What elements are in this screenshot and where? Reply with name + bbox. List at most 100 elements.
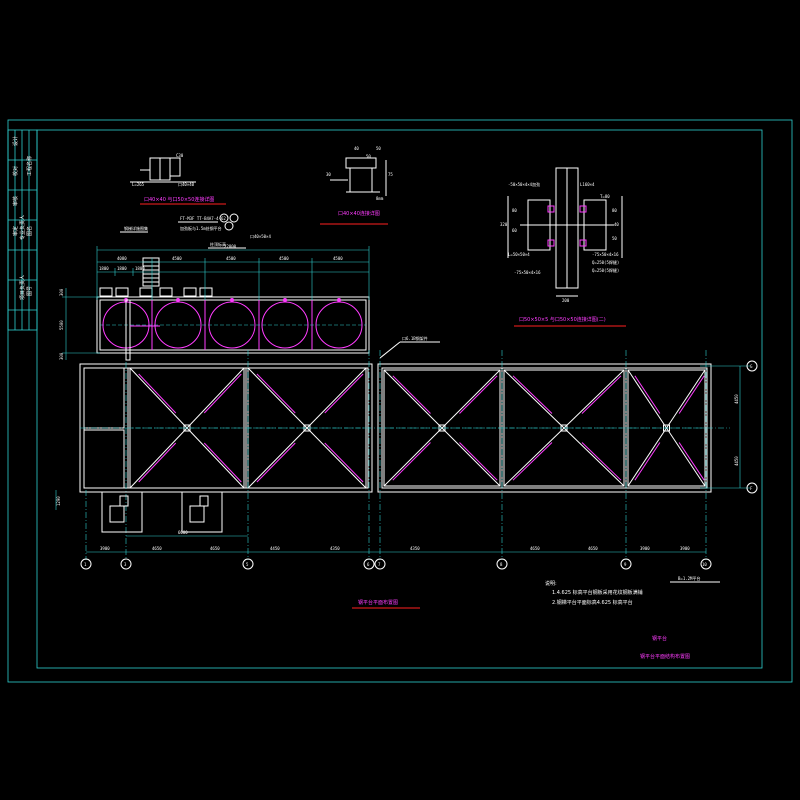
support-node <box>230 298 234 302</box>
brace-line <box>186 367 245 429</box>
brace-line <box>129 367 188 429</box>
brace-line <box>627 427 667 487</box>
dim-right: 4450 <box>734 456 739 466</box>
detail-right-label: 40 <box>614 222 619 227</box>
dim-top: 4500 <box>172 256 182 261</box>
section-title: 钢平台平面布置图 <box>358 599 398 606</box>
side-strip-cell: 图名 <box>26 226 33 236</box>
brace-line <box>503 427 565 487</box>
detail-right-label: -75×50×4×16 <box>592 252 619 257</box>
stair-callout: 钢梯详施图集 <box>124 225 148 231</box>
brace-member <box>138 373 177 414</box>
bottom-attachments <box>101 299 223 533</box>
detail-right-label: L=50×50×4 <box>508 252 530 257</box>
detail-right-label: 80 <box>512 208 517 213</box>
dim-sub: 1800 <box>117 266 127 271</box>
brace-member <box>634 442 661 481</box>
axis-label: 3 <box>124 562 127 567</box>
detail-right-label: -75×50×4×16 <box>514 270 541 275</box>
note-item: 2.钢梯平台平面标高4.625 标高平台 <box>552 599 633 606</box>
brace-line <box>503 369 565 429</box>
dim-top: 4500 <box>226 256 236 261</box>
right-dimensions: 4450 4450 <box>734 366 741 488</box>
brace-line <box>186 427 245 489</box>
brace-member <box>581 442 622 481</box>
outer-frame <box>7 119 793 683</box>
detail-left-label: 口40×40 <box>178 182 195 187</box>
brace-member <box>512 375 553 414</box>
brace-line <box>129 427 188 489</box>
axis-label: 9 <box>624 562 627 567</box>
dim-overall: 22800 <box>224 244 237 249</box>
axis-label: 10 <box>702 562 707 567</box>
dim-left: 300 <box>59 352 64 360</box>
brace-member <box>459 375 498 414</box>
dim-bottom: 4650 <box>210 546 220 551</box>
title-block: 钢平台 钢平台平面结构布置图 <box>640 635 690 660</box>
dim-left: 300 <box>59 288 64 296</box>
detail-right-label: -50×50×4×4加劲 <box>508 181 540 187</box>
arrow-callout: 口6.1B钢架件 <box>379 335 440 359</box>
dim-bottom: 4350 <box>410 546 420 551</box>
dim-left: 5500 <box>59 320 64 330</box>
inner-frame <box>36 129 763 669</box>
brace-member <box>678 375 705 414</box>
spec-callout: FT-M3F TT-B4A7-4-62 <box>180 216 226 221</box>
dim-bottom: 4650 <box>152 546 162 551</box>
brace-member <box>392 442 431 481</box>
detail-right-label: 320 <box>500 222 508 227</box>
notes-heading: 说明: <box>545 580 557 587</box>
dim-top: 4080 <box>117 256 127 261</box>
grid-lines <box>80 340 750 560</box>
brace-line <box>306 427 367 489</box>
axis-bubbles: 1 3 5 6 7 8 9 10 G F <box>80 360 758 570</box>
title-line1: 钢平台 <box>652 635 667 642</box>
brace-line <box>383 427 443 487</box>
brace-line <box>441 427 501 487</box>
detail-mid-label: 75 <box>388 172 393 177</box>
brace-line <box>563 427 625 487</box>
top-dimensions: 22800 4080 4500 4500 4500 4500 1800 1800… <box>96 244 370 300</box>
axis-label: 1 <box>84 562 87 567</box>
side-strip-cell: 项目负责人 <box>19 275 26 300</box>
detail-right-label: 60 <box>512 228 517 233</box>
brace-line <box>666 427 706 487</box>
brace-member <box>678 442 705 481</box>
detail-right-label: T=80 <box>600 194 610 199</box>
dim-bottom: 3900 <box>640 546 650 551</box>
brace-member <box>512 442 553 481</box>
axis-label: F <box>750 486 753 491</box>
dim-sub: 1800 <box>99 266 109 271</box>
detail-left-label: C30 <box>176 153 184 158</box>
detail-left: C30 L=265 口40×40 口40×40 与口50×50连接详图 <box>130 153 226 205</box>
detail-left-title: 口40×40 与口50×50连接详图 <box>144 196 214 203</box>
brace-line <box>666 369 706 429</box>
axis-label: 6 <box>367 562 370 567</box>
bottom-dimensions: 6000 3900 4650 4650 4450 4350 4350 4650 … <box>86 530 706 553</box>
axis-label: G <box>750 364 753 369</box>
dim-bottom: 4350 <box>330 546 340 551</box>
detail-mid: 40 50 75 30 50 8mm 口40×40连接详图 <box>320 146 393 225</box>
dim-6000: 6000 <box>178 530 188 535</box>
detail-mid-label: 8mm <box>376 196 384 201</box>
detail-left-label: L=265 <box>132 182 145 187</box>
dim-bottom: 4650 <box>530 546 540 551</box>
detail-mid-label: 50 <box>376 146 381 151</box>
support-node <box>176 298 180 302</box>
brace-member <box>138 442 177 483</box>
support-node <box>283 298 287 302</box>
brace-member <box>634 375 661 414</box>
brace-member <box>256 442 296 483</box>
detail-right-label: 80 <box>612 208 617 213</box>
brace-line <box>383 369 443 429</box>
brace-line <box>247 367 308 429</box>
axis-label: 8 <box>500 562 503 567</box>
side-strip-cell: 工程名称 <box>26 156 33 176</box>
legend-tag: B=1.2M平台 <box>678 575 700 581</box>
detail-mid-label: 50 <box>366 154 371 159</box>
brace-member <box>324 442 364 483</box>
detail-mid-label: 40 <box>354 146 359 151</box>
brace-member <box>581 375 622 414</box>
dim-top: 4500 <box>333 256 343 261</box>
